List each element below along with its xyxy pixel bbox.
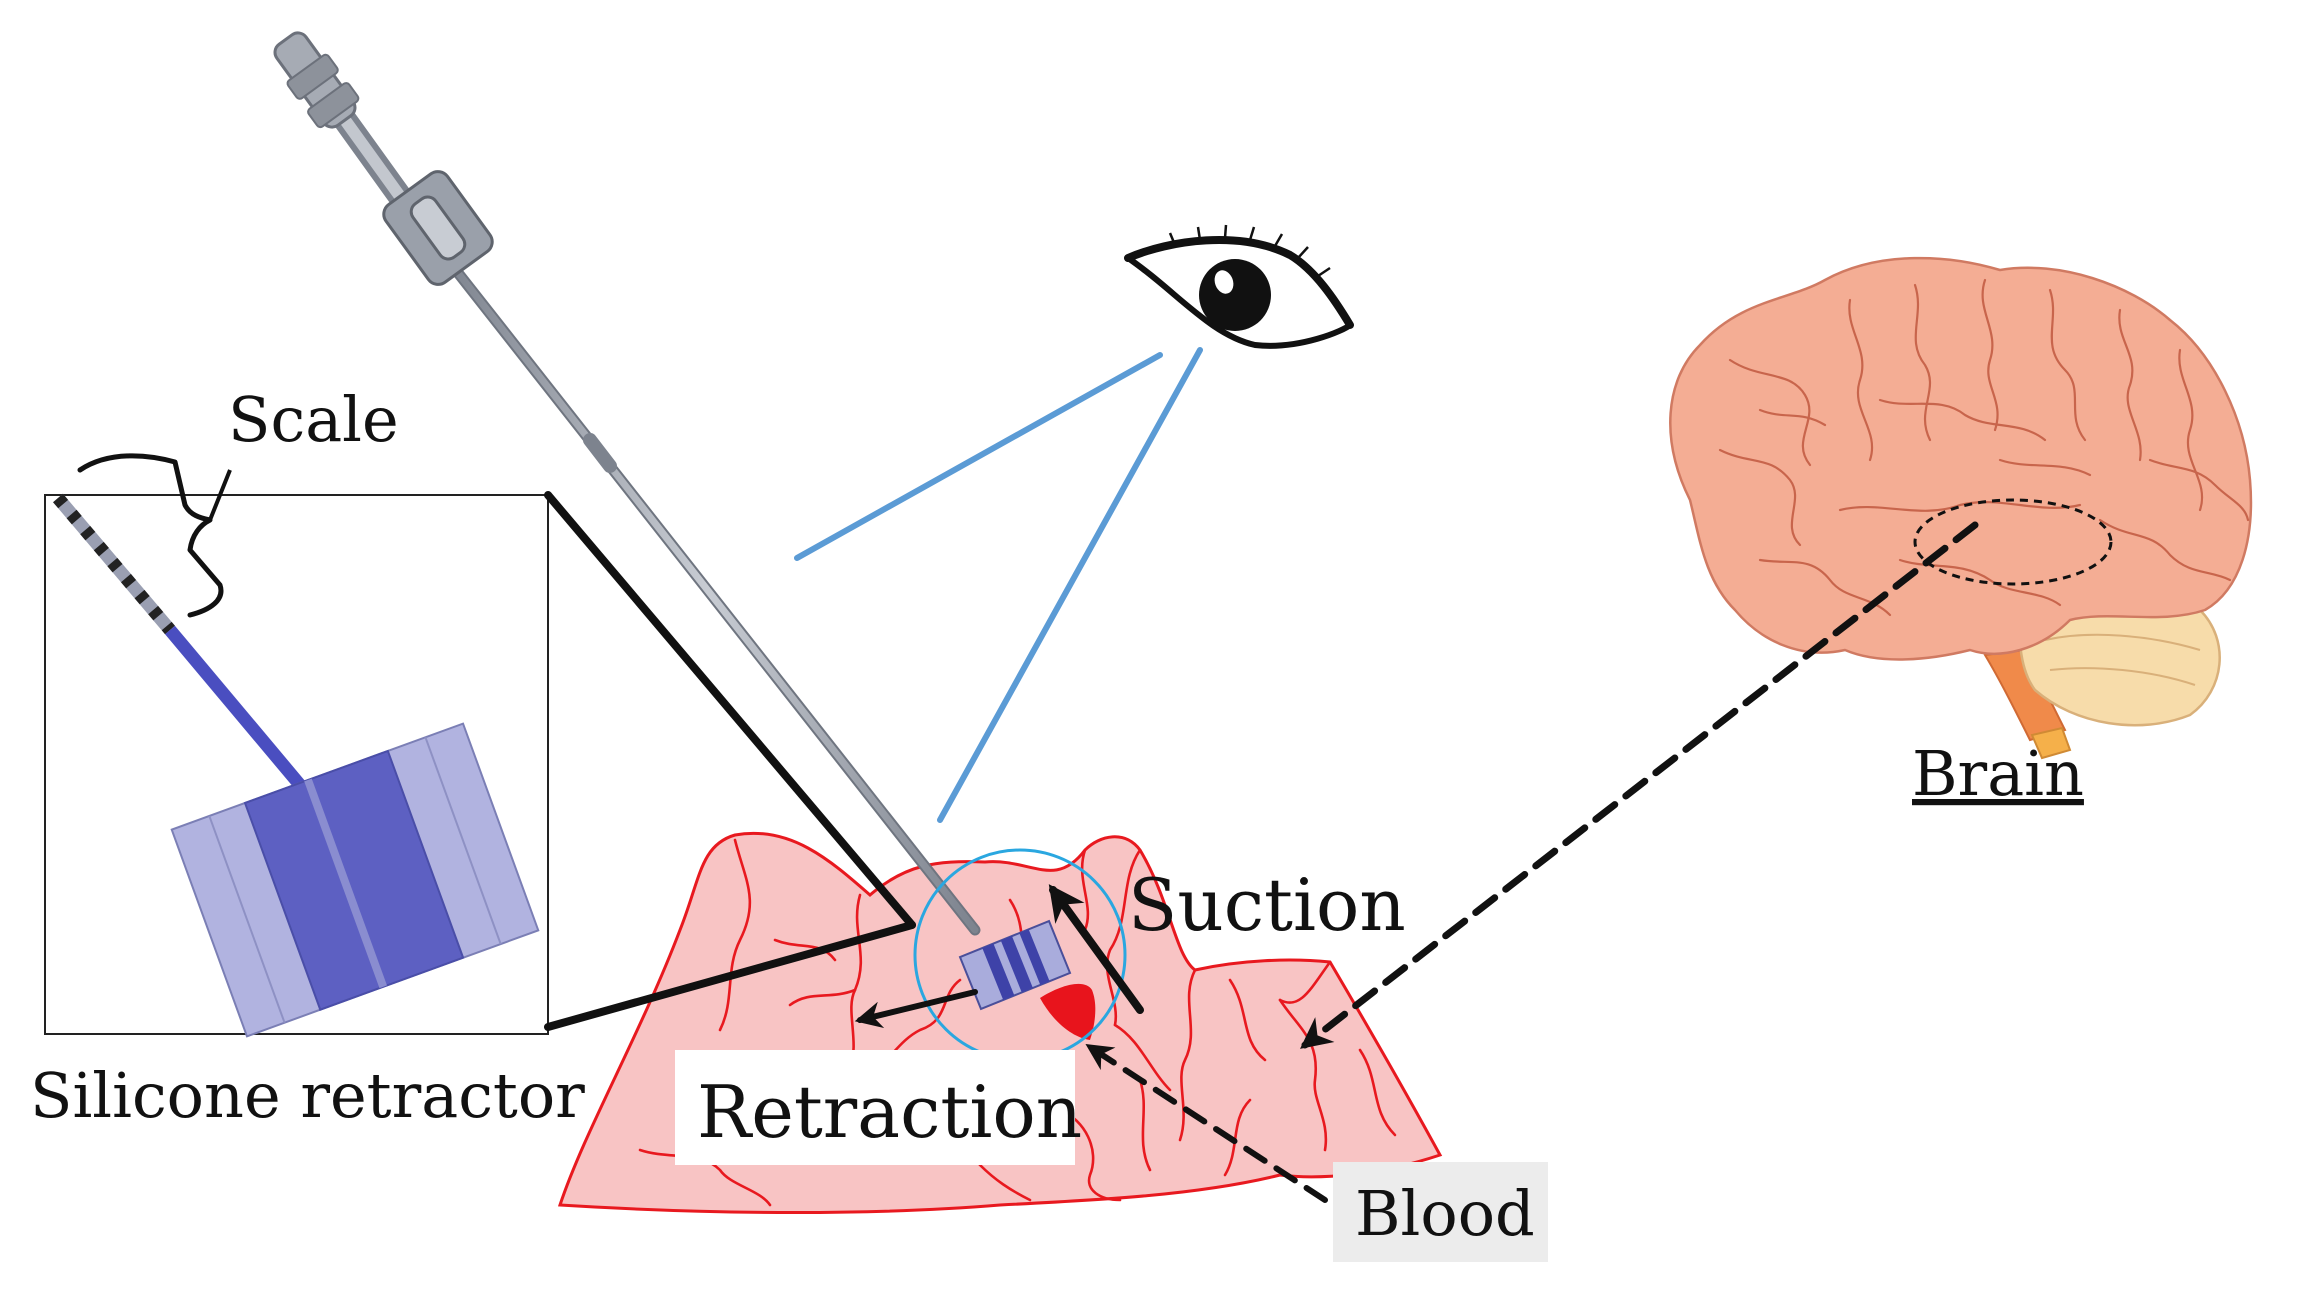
blood-spot	[1040, 983, 1096, 1040]
brain-to-tissue-arrow	[1300, 521, 1979, 1049]
inset-connector-lines	[544, 491, 916, 1031]
target-region	[1913, 498, 2113, 586]
label-suction: Suction	[1128, 863, 1406, 947]
label-blood: Blood	[1355, 1177, 1535, 1250]
blood-arrow	[1085, 1044, 1328, 1203]
eye-icon	[1124, 224, 1354, 349]
brain-illustration	[1669, 256, 2253, 760]
scale-brace	[77, 453, 224, 618]
cerebrum	[1669, 256, 2253, 661]
label-scale: Scale	[228, 383, 399, 456]
sight-lines	[794, 347, 1203, 823]
arrows	[854, 521, 1979, 1203]
label-silicone-retractor: Silicone retractor	[30, 1059, 585, 1132]
retractor-tip	[958, 919, 1072, 1011]
retraction-label-bg	[675, 1050, 1075, 1165]
silicone-retractor-inset	[44, 453, 549, 1038]
suction-arrow	[1048, 884, 1144, 1014]
blood-label-bg	[1333, 1162, 1548, 1262]
label-brain: Brain	[1912, 737, 2084, 810]
suction-instrument	[273, 31, 1072, 1011]
retraction-arrow	[854, 989, 978, 1029]
label-retraction: Retraction	[697, 1070, 1082, 1154]
